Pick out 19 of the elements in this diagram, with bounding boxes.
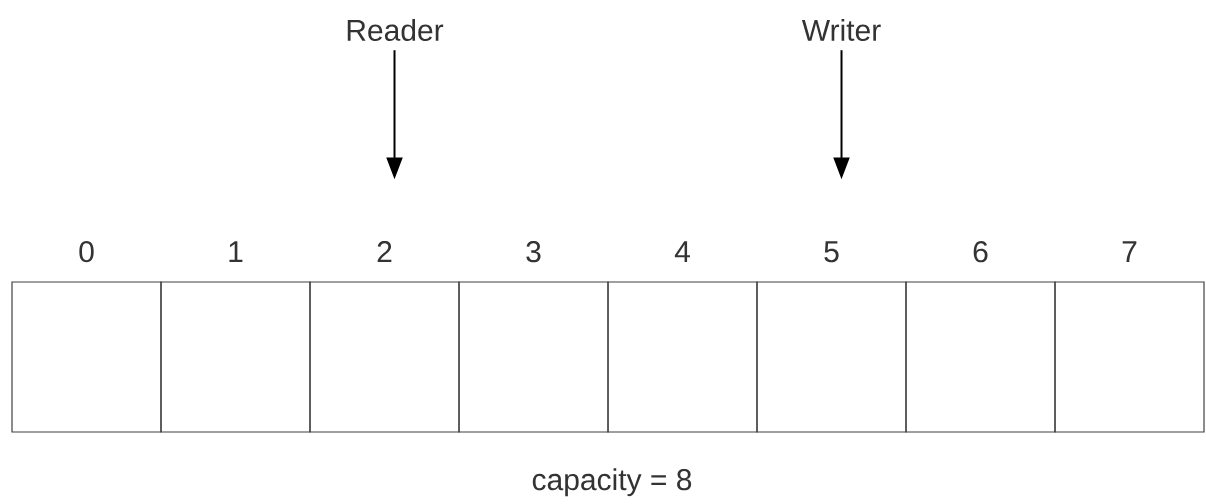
- buffer-cell: [905, 281, 1056, 433]
- buffer-cell: [607, 281, 758, 433]
- index-number: 5: [824, 241, 839, 263]
- index-number: 0: [79, 241, 94, 263]
- capacity-label: capacity = 8: [532, 468, 692, 497]
- pointer-label: Reader: [347, 19, 444, 41]
- buffer-cell: [160, 281, 311, 433]
- pointer-label: Writer: [801, 19, 881, 41]
- buffer-cell: [1054, 281, 1205, 433]
- index-number: 4: [674, 241, 690, 262]
- buffer-cell: [458, 281, 609, 433]
- buffer-cell: [309, 281, 460, 433]
- buffer-cell: [756, 281, 907, 433]
- index-number: 7: [1122, 241, 1137, 262]
- index-number: 2: [377, 241, 392, 262]
- index-number: 1: [229, 241, 243, 262]
- buffer-cell: [11, 281, 162, 433]
- index-number: 3: [526, 241, 541, 263]
- index-number: 6: [973, 241, 988, 263]
